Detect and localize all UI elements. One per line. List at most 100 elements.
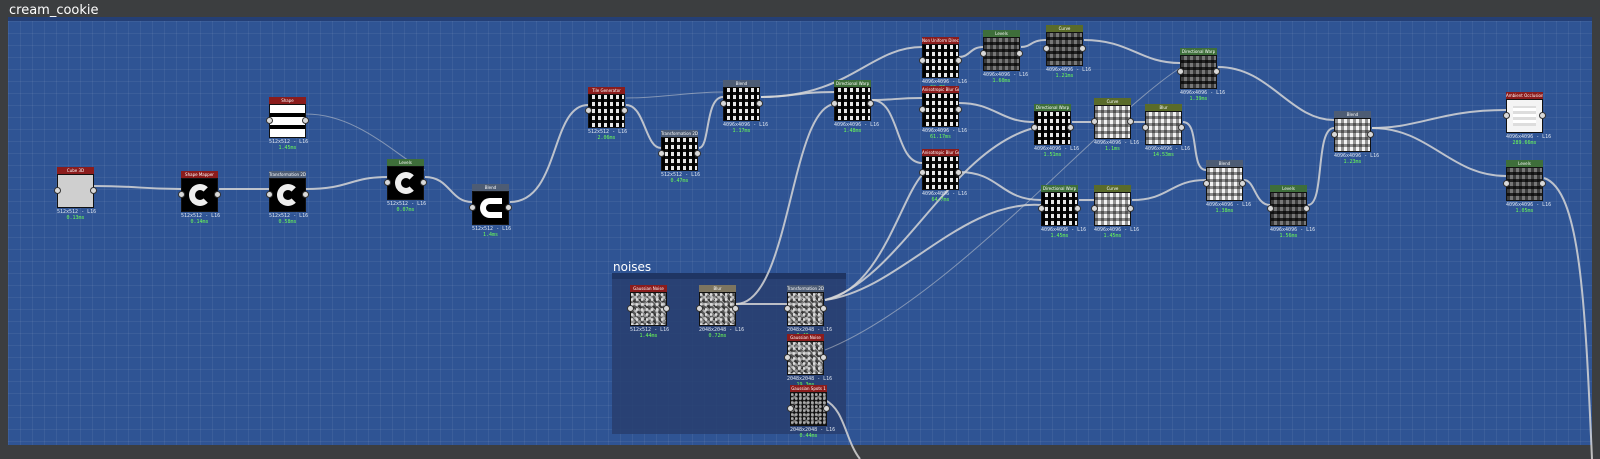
input-port[interactable]: [1091, 118, 1098, 125]
graph-node[interactable]: Ambient Occlusion...4096x4096 - L16289.6…: [1503, 92, 1551, 146]
output-port[interactable]: [955, 169, 962, 176]
input-port[interactable]: [54, 187, 61, 194]
output-port[interactable]: [820, 305, 827, 312]
output-port[interactable]: [955, 57, 962, 64]
output-port[interactable]: [955, 106, 962, 113]
output-port[interactable]: [90, 187, 97, 194]
output-port[interactable]: [732, 305, 739, 312]
input-port[interactable]: [384, 179, 391, 186]
output-port[interactable]: [1539, 112, 1546, 119]
input-port[interactable]: [831, 100, 838, 107]
node-resolution: 4096x4096 - L16: [1506, 202, 1552, 208]
input-port[interactable]: [627, 305, 634, 312]
input-port[interactable]: [720, 100, 727, 107]
input-port[interactable]: [1503, 112, 1510, 119]
node-thumbnail: [787, 292, 824, 326]
input-port[interactable]: [696, 305, 703, 312]
output-port[interactable]: [663, 305, 670, 312]
output-port[interactable]: [1239, 180, 1246, 187]
input-port[interactable]: [585, 107, 592, 114]
output-port[interactable]: [1303, 205, 1310, 212]
output-port[interactable]: [420, 179, 427, 186]
output-port[interactable]: [823, 405, 830, 412]
node-thumbnail: [983, 37, 1020, 71]
input-port[interactable]: [784, 305, 791, 312]
noises-frame-title[interactable]: noises: [613, 260, 652, 274]
output-port[interactable]: [820, 354, 827, 361]
input-port[interactable]: [1203, 180, 1210, 187]
output-port[interactable]: [1074, 205, 1081, 212]
output-port[interactable]: [1079, 45, 1086, 52]
output-port[interactable]: [1127, 118, 1134, 125]
wire: [1182, 121, 1207, 171]
input-port[interactable]: [1091, 205, 1098, 212]
node-resolution: 4096x4096 - L16: [1270, 227, 1316, 233]
input-port[interactable]: [1038, 205, 1045, 212]
input-port[interactable]: [1503, 180, 1510, 187]
input-port[interactable]: [919, 57, 926, 64]
input-port[interactable]: [1267, 205, 1274, 212]
output-port[interactable]: [1213, 68, 1220, 75]
input-port[interactable]: [919, 106, 926, 113]
output-port[interactable]: [1539, 180, 1546, 187]
output-port[interactable]: [1127, 205, 1134, 212]
output-port[interactable]: [867, 100, 874, 107]
input-port[interactable]: [980, 50, 987, 57]
input-port[interactable]: [266, 117, 273, 124]
output-port[interactable]: [621, 107, 628, 114]
input-port[interactable]: [178, 191, 185, 198]
input-port[interactable]: [1031, 124, 1038, 131]
output-port[interactable]: [1367, 131, 1374, 138]
output-port[interactable]: [302, 191, 309, 198]
output-port[interactable]: [302, 117, 309, 124]
input-port[interactable]: [787, 405, 794, 412]
input-port[interactable]: [469, 204, 476, 211]
input-port[interactable]: [1331, 131, 1338, 138]
input-port[interactable]: [919, 169, 926, 176]
input-port[interactable]: [1142, 124, 1149, 131]
input-port[interactable]: [784, 354, 791, 361]
input-port[interactable]: [658, 150, 665, 157]
output-port[interactable]: [1067, 124, 1074, 131]
output-port[interactable]: [1178, 124, 1185, 131]
input-port[interactable]: [1177, 68, 1184, 75]
graph-node[interactable]: Non Uniform Directio...4096x4096 - L1660…: [919, 37, 967, 91]
output-port[interactable]: [505, 204, 512, 211]
input-port[interactable]: [1043, 45, 1050, 52]
output-port[interactable]: [756, 100, 763, 107]
output-port[interactable]: [1016, 50, 1023, 57]
graph-title[interactable]: cream_cookie: [9, 3, 99, 18]
output-port[interactable]: [214, 191, 221, 198]
input-port[interactable]: [266, 191, 273, 198]
output-port[interactable]: [694, 150, 701, 157]
